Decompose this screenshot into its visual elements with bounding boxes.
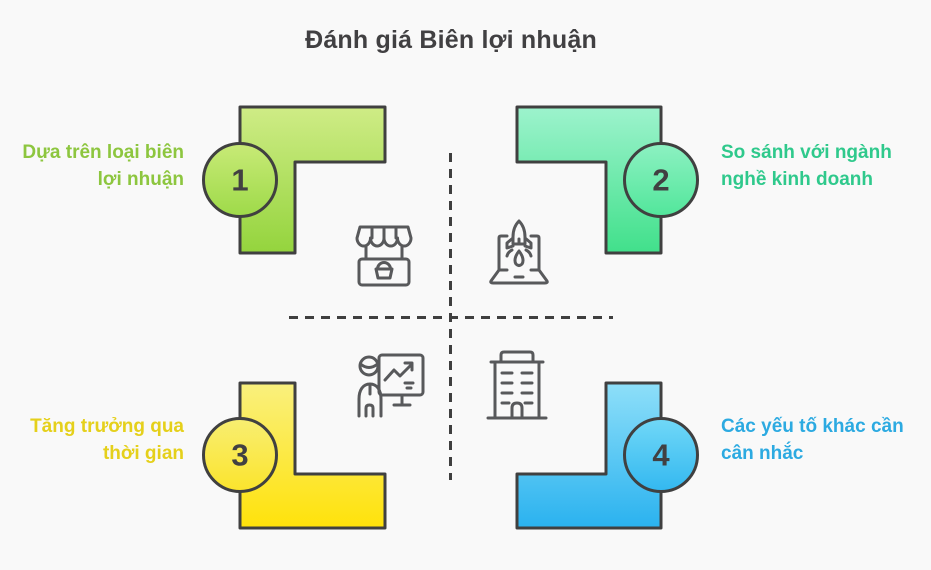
- step-number-2: 2: [652, 163, 669, 198]
- corner-block-3: [238, 381, 387, 530]
- quadrant-3-label: Tăng trưởng qua thời gian: [30, 416, 184, 464]
- quadrant-1-shape: 1: [202, 105, 387, 255]
- corner-block-1: [238, 105, 387, 255]
- step-number-4: 4: [652, 438, 670, 473]
- quadrant-2-label: So sánh với ngành nghề kinh doanh: [721, 142, 892, 190]
- quadrant-1-label: Dựa trên loại biên lợi nhuận: [22, 142, 184, 190]
- step-circle-3: [202, 417, 278, 493]
- presenter-growth-chart-icon: [357, 353, 425, 418]
- corner-block-4: [515, 381, 663, 530]
- step-number-1: 1: [231, 163, 248, 198]
- quadrant-3-shape: 3: [202, 381, 387, 530]
- page-title: Đánh giá Biên lợi nhuận: [305, 26, 597, 54]
- step-circle-4: [623, 417, 699, 493]
- step-circle-2: [623, 142, 699, 218]
- quadrant-2-shape: 2: [515, 105, 699, 255]
- quadrant-4-shape: 4: [515, 381, 699, 530]
- step-circle-1: [202, 142, 278, 218]
- step-number-3: 3: [231, 438, 248, 473]
- corner-block-2: [515, 105, 663, 255]
- quadrant-4-label: Các yếu tố khác cần cân nhắc: [721, 416, 904, 464]
- storefront-icon: [355, 225, 413, 287]
- office-building-icon: [486, 350, 548, 420]
- rocket-launch-laptop-icon: [489, 219, 549, 285]
